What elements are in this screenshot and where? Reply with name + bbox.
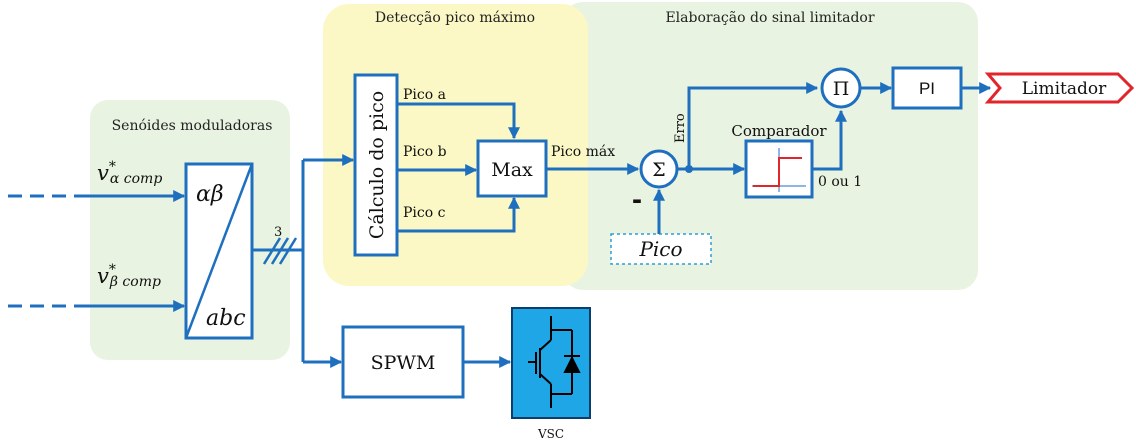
group-title-senoides: Senóides moduladoras xyxy=(112,118,273,134)
erro-label: Erro xyxy=(673,113,688,143)
pico-ref-block xyxy=(610,233,712,265)
sum-symbol: Σ xyxy=(652,159,665,181)
spwm-label: SPWM xyxy=(371,352,436,374)
transform-label-bottom: abc xyxy=(206,306,246,331)
comparador-out-line xyxy=(812,109,847,171)
pico-max-label: Pico máx xyxy=(551,144,615,160)
zero-um-label: 0 ou 1 xyxy=(818,174,862,190)
igbt-diode-icon xyxy=(528,316,581,408)
bus-count-label: 3 xyxy=(274,225,282,240)
transform-diagonal xyxy=(184,163,254,339)
erro-line xyxy=(687,82,819,169)
group-title-deteccao: Detecção pico máximo xyxy=(375,10,535,26)
vsc-label: VSC xyxy=(537,427,564,441)
input-beta-label: v*β comp xyxy=(97,262,161,290)
bus-hash-marks xyxy=(262,237,298,265)
step-icon xyxy=(752,148,806,192)
comparador-label: Comparador xyxy=(731,122,827,140)
max-label: Max xyxy=(491,159,533,181)
pico-b-label: Pico b xyxy=(403,144,447,160)
pi-label: PI xyxy=(919,79,935,98)
transform-label-top: αβ xyxy=(196,182,224,207)
pico-a-line xyxy=(397,102,520,140)
calc-pico-block xyxy=(353,73,399,257)
minus-sign: - xyxy=(632,183,642,216)
limitador-label: Limitador xyxy=(1022,79,1107,99)
input-alpha-label: v*α comp xyxy=(97,159,162,187)
pico-a-label: Pico a xyxy=(403,87,446,103)
calc-pico-label: Cálculo do pico xyxy=(366,91,388,239)
pico-c-line xyxy=(397,196,520,233)
pico-c-label: Pico c xyxy=(403,205,446,221)
limitador-output-tag xyxy=(984,72,1135,104)
group-title-elaboracao: Elaboração do sinal limitador xyxy=(665,10,874,26)
product-symbol: Π xyxy=(833,78,850,100)
pico-ref-label: Pico xyxy=(638,237,682,261)
